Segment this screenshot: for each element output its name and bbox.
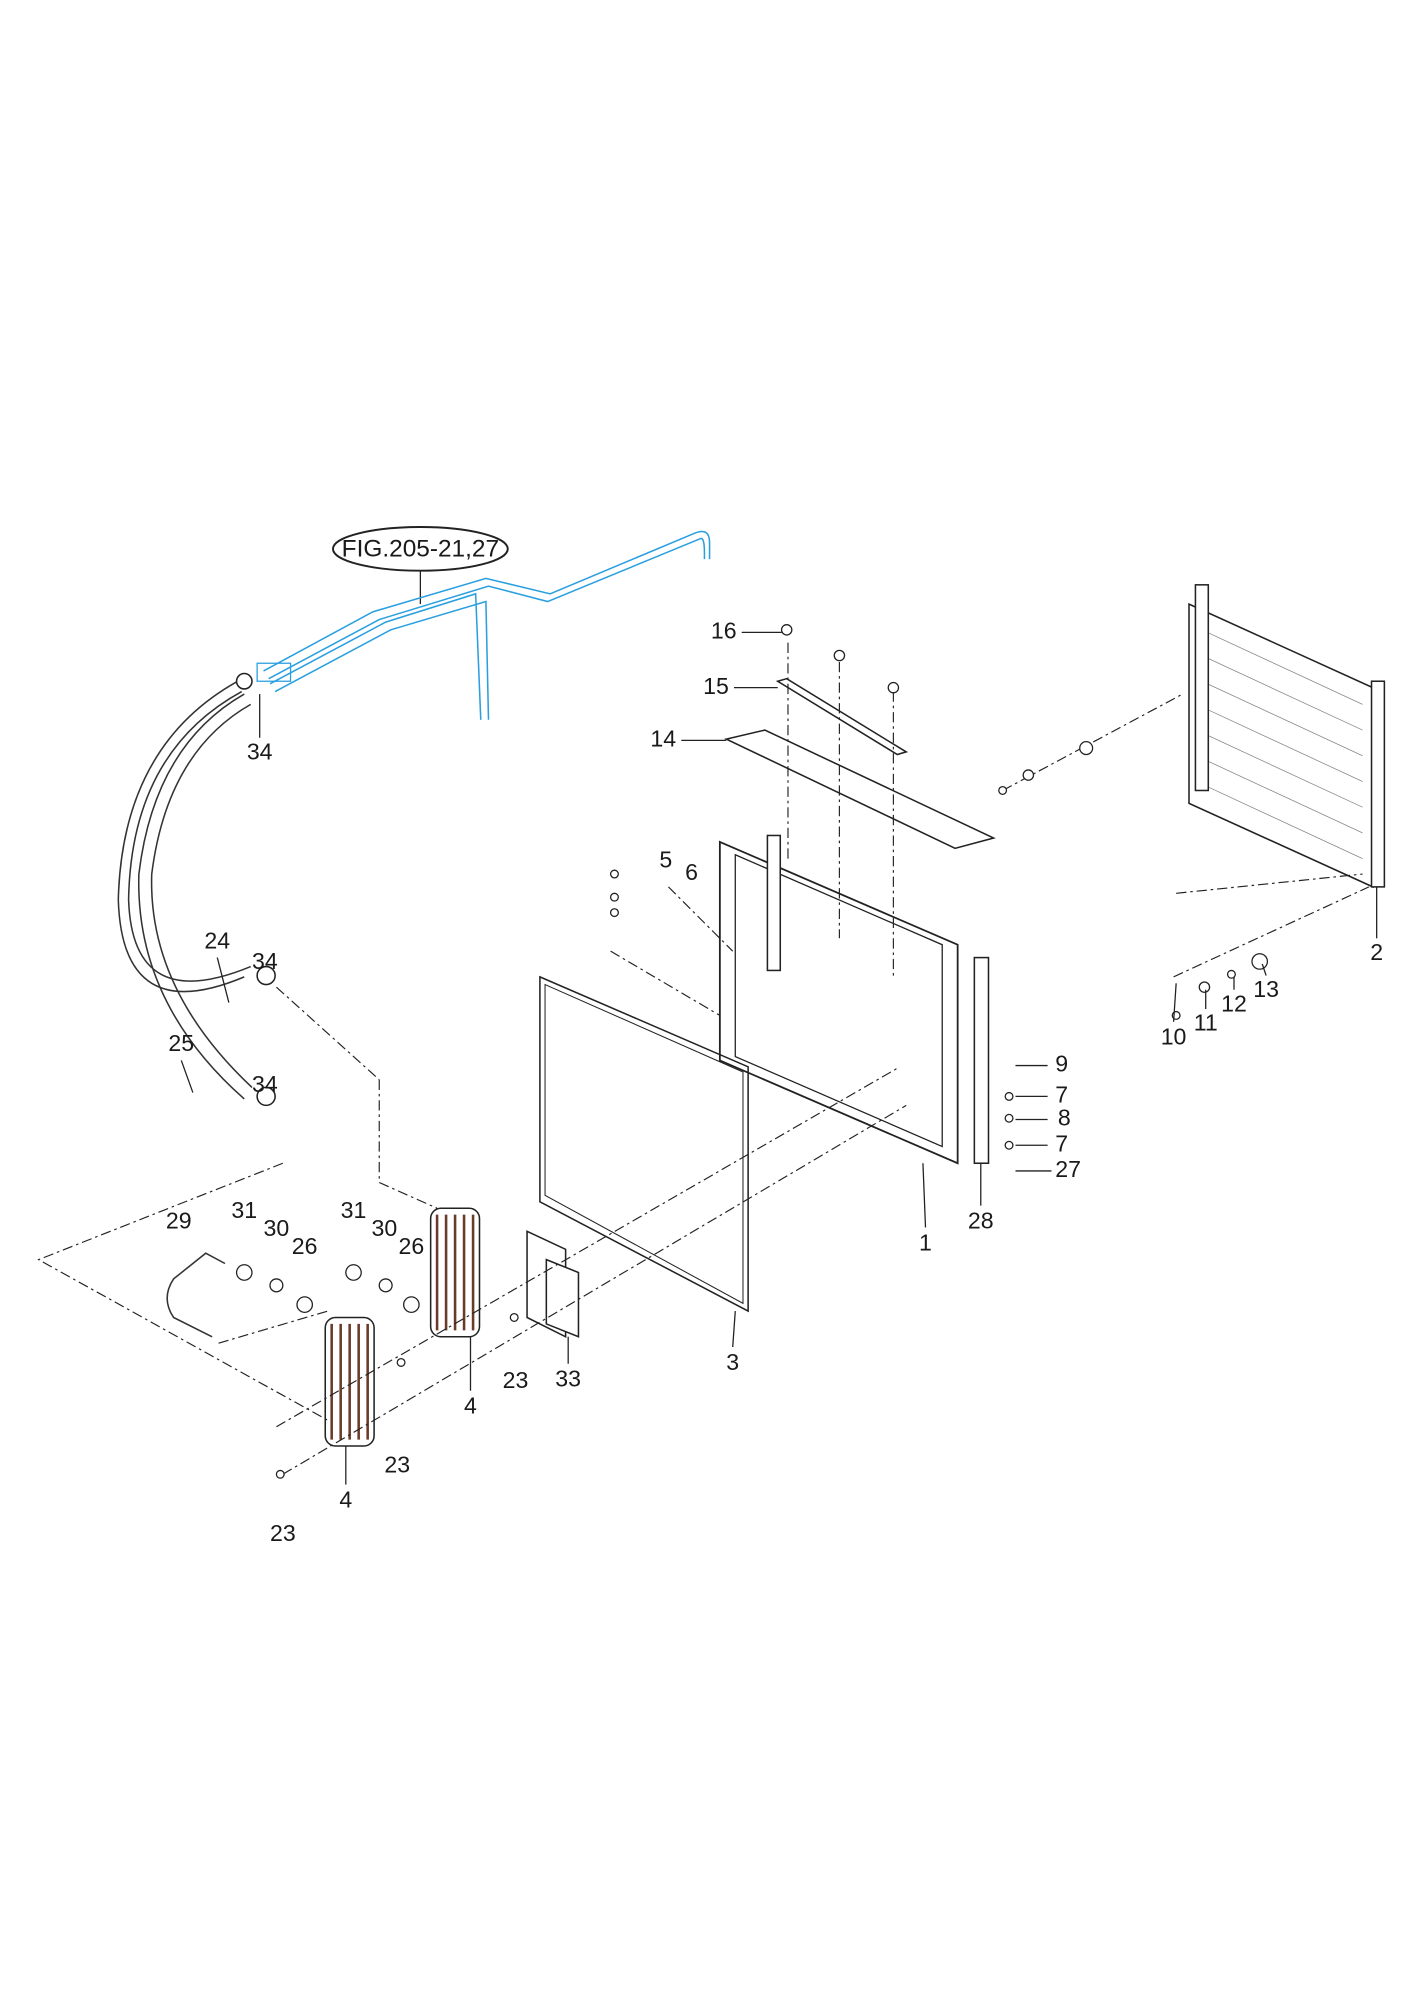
leaders xyxy=(180,631,1378,1485)
callout: 31 xyxy=(231,1197,257,1223)
callout: 26 xyxy=(292,1233,318,1259)
callout: 30 xyxy=(372,1215,398,1241)
hoses xyxy=(117,672,276,1107)
ac-pipes xyxy=(256,530,711,720)
callout: 7 xyxy=(1055,1082,1068,1108)
callout: 9 xyxy=(1055,1051,1068,1077)
figure-reference-text: FIG.205-21,27 xyxy=(342,536,499,563)
callout: 11 xyxy=(1194,1010,1218,1036)
callout: 24 xyxy=(204,927,230,953)
guide-lines xyxy=(37,642,1370,1475)
condenser xyxy=(1188,584,1386,889)
callout: 23 xyxy=(270,1520,296,1546)
seal-28 xyxy=(973,956,990,1165)
callout: 25 xyxy=(168,1030,194,1056)
callout: 14 xyxy=(650,725,676,751)
oil-cooler xyxy=(324,1207,481,1447)
callout: 23 xyxy=(503,1367,529,1393)
callout: 10 xyxy=(1161,1024,1187,1050)
clamp-icon xyxy=(235,672,253,690)
clamp-icon xyxy=(256,1086,276,1107)
clamp-icon xyxy=(256,965,276,986)
screen-3 xyxy=(539,975,749,1313)
callout: 30 xyxy=(264,1215,290,1241)
cover-plate xyxy=(723,729,996,850)
callout: 8 xyxy=(1058,1105,1071,1131)
callout: 34 xyxy=(252,1071,278,1097)
callout: 26 xyxy=(399,1233,425,1259)
callout: 7 xyxy=(1055,1130,1068,1156)
callout: 4 xyxy=(339,1486,352,1512)
callout: 1 xyxy=(919,1229,932,1255)
callout: 34 xyxy=(247,738,273,764)
callout: 34 xyxy=(252,948,278,974)
callout: 13 xyxy=(1253,976,1279,1002)
figure-reference: FIG.205-21,27 xyxy=(332,526,509,605)
callout: 12 xyxy=(1221,990,1247,1016)
callout: 15 xyxy=(703,673,729,699)
callout: 31 xyxy=(341,1197,367,1223)
callout: 28 xyxy=(968,1207,994,1233)
callout-labels: 16 15 14 5 6 24 34 25 34 34 2 10 11 12 1… xyxy=(166,618,1383,1546)
fasteners xyxy=(235,624,1269,1479)
pipe-29 xyxy=(166,1252,226,1338)
callout: 6 xyxy=(685,859,698,885)
plate-15 xyxy=(775,677,909,756)
callout: 5 xyxy=(659,846,672,872)
callout: 4 xyxy=(464,1393,477,1419)
callout: 33 xyxy=(555,1366,581,1392)
callout: 29 xyxy=(166,1207,192,1233)
callout: 16 xyxy=(711,618,737,644)
callout: 2 xyxy=(1370,939,1383,965)
callout: 3 xyxy=(726,1349,739,1375)
callout: 27 xyxy=(1055,1156,1081,1182)
callout: 23 xyxy=(384,1452,410,1478)
radiator-frame xyxy=(718,834,990,1165)
